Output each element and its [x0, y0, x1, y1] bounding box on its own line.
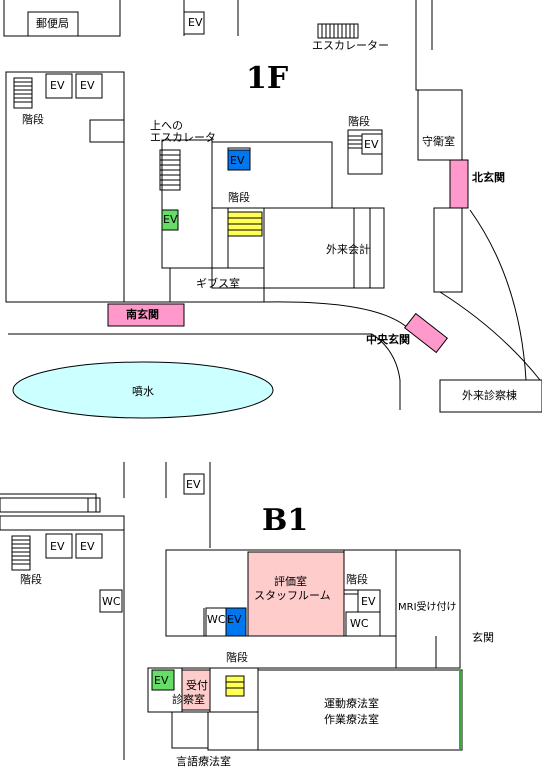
b1-wc-mid-label: WC: [207, 613, 226, 626]
central-entrance-label: 中央玄関: [366, 333, 410, 346]
b1-therapy-label-1: 運動療法室: [324, 697, 379, 710]
north-entrance-marker: [449, 159, 469, 209]
b1-stairs-right-label: 階段: [346, 573, 368, 586]
b1-wc-right-label: WC: [350, 617, 369, 630]
b1-stairs-mid-label: 階段: [226, 651, 248, 664]
ev-left-2-label: EV: [80, 79, 95, 92]
outpatient-building-label: 外来診察棟: [462, 389, 517, 402]
b1-ev-right-label: EV: [361, 595, 376, 608]
b1-ev-blue-label: EV: [227, 613, 242, 626]
ev-top-label: EV: [188, 16, 203, 29]
evaluation-room-box: [247, 551, 345, 637]
b1-reception-label-2: 診察室: [172, 693, 205, 706]
fountain-shape: [12, 361, 274, 419]
stairs-mid-right-label: 階段: [348, 115, 370, 128]
escalator-up-icon: [159, 149, 181, 191]
b1-ev-left-1-label: EV: [50, 540, 65, 553]
reception-box: [181, 669, 211, 711]
b1-ev-top-label: EV: [186, 478, 201, 491]
ev-blue-1f-label: EV: [230, 154, 245, 167]
escalator-up-label-2: エスカレータ: [150, 131, 216, 144]
stairs-yellow-1f-icon: [227, 211, 263, 237]
stairs-mid-label: 階段: [228, 191, 250, 204]
outpatient-building-box: [439, 379, 542, 413]
cast-room-label: ギブス室: [196, 277, 240, 290]
b1-stairs-left-label: 階段: [20, 573, 42, 586]
b1-entrance-label: 玄関: [472, 631, 494, 644]
north-entrance-label: 北玄関: [472, 171, 505, 184]
b1-ev-left-2-label: EV: [80, 540, 95, 553]
b1-ev-green-label: EV: [154, 674, 169, 687]
guard-room-label: 守衛室: [422, 135, 455, 148]
b1-speech-therapy-label: 言語療法室: [176, 755, 231, 768]
stairs-b1-right-icon: [344, 589, 358, 595]
outpatient-cashier-label: 外来会計: [326, 243, 370, 256]
b1-mri-label: MRI受け付け: [398, 602, 457, 613]
ev-green-b1-box: [151, 669, 175, 691]
b1-therapy-label-2: 作業療法室: [324, 713, 379, 726]
stairs-yellow-b1-icon: [225, 675, 245, 697]
ev-mid-right-label: EV: [364, 138, 379, 151]
stairs-b1-left-icon: [11, 535, 31, 571]
south-entrance-marker: [107, 303, 185, 327]
ev-green-1f-box: [161, 209, 179, 231]
ev-green-1f-label: EV: [163, 213, 178, 226]
south-entrance-label: 南玄関: [126, 308, 159, 321]
ev-blue-b1-box: [225, 607, 247, 637]
stairs-mid-right-icon: [348, 135, 362, 149]
floor-title-1f: 1F: [246, 61, 289, 96]
central-entrance-marker: [403, 312, 449, 354]
guard-room-box: [417, 89, 463, 161]
floor-title-b1: B1: [262, 503, 309, 538]
escalator-label: エスカレーター: [312, 39, 389, 52]
left-building: [5, 71, 125, 303]
stairs-left-icon: [13, 77, 33, 109]
stairs-left-label: 階段: [22, 113, 44, 126]
b1-eval-room-label-2: スタッフルーム: [254, 589, 331, 602]
b1-wc-left-label: WC: [102, 595, 121, 608]
ev-blue-1f-box: [227, 149, 251, 171]
b1-reception-label-1: 受付: [186, 679, 208, 692]
fountain-label: 噴水: [132, 385, 154, 398]
escalator-up-label-1: 上への: [150, 119, 183, 132]
ev-left-1-label: EV: [50, 79, 65, 92]
ev-top-box: [183, 11, 205, 35]
escalator-top-icon: [317, 23, 359, 39]
post-office-label: 郵便局: [36, 17, 69, 30]
b1-eval-room-label-1: 評価室: [274, 575, 307, 588]
